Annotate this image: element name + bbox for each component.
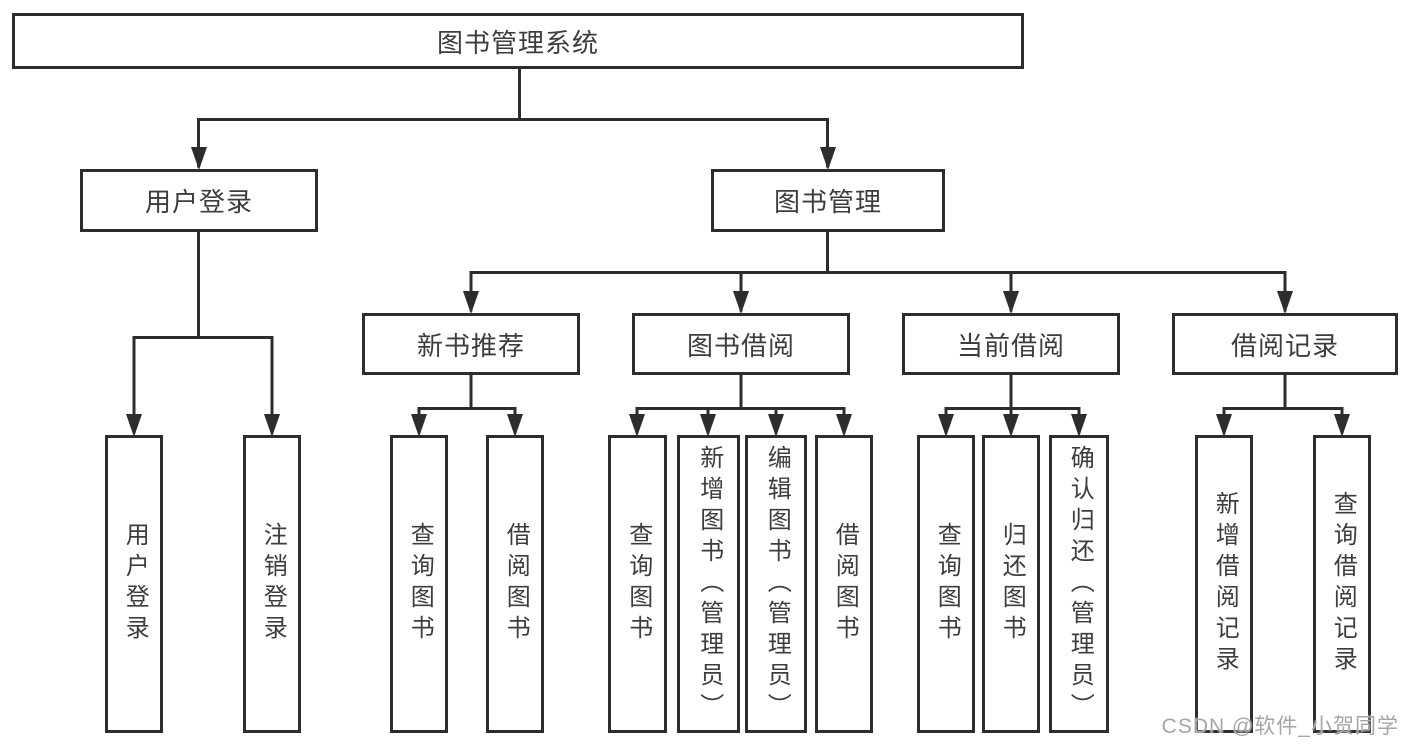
node-user-login: 用户登录: [80, 169, 318, 232]
node-label: 注销登录: [259, 522, 287, 646]
edges-book-management: [469, 230, 1287, 312]
node-label: 查询图书: [933, 522, 961, 646]
leaf-query-books-current: 查询图书: [917, 435, 975, 733]
leaf-edit-books-admin: 编辑图书（管理员）: [745, 435, 807, 733]
node-label: 用户登录: [144, 187, 253, 217]
node-label: 借阅图书: [831, 522, 859, 646]
node-book-management: 图书管理: [711, 169, 945, 232]
node-label: 查询借阅记录: [1329, 491, 1357, 677]
node-label: 图书借阅: [686, 330, 795, 361]
node-label: 归还图书: [998, 522, 1026, 646]
leaf-user-login: 用户登录: [105, 435, 163, 733]
arrowheads: [126, 147, 1350, 437]
edges-book-borrowing: [635, 373, 846, 434]
leaf-query-books-borrowing: 查询图书: [608, 435, 667, 733]
leaf-borrow-books-recommendation: 借阅图书: [486, 435, 544, 733]
leaf-borrow-books: 借阅图书: [815, 435, 873, 733]
leaf-logout: 注销登录: [243, 435, 301, 733]
node-label: 当前借阅: [956, 330, 1065, 361]
leaf-add-borrow-record: 新增借阅记录: [1195, 435, 1253, 733]
edges-root: [197, 67, 829, 168]
leaf-query-books-recommendation: 查询图书: [390, 435, 448, 733]
node-label: 图书管理系统: [436, 27, 599, 58]
edges-new-book-recommendation: [417, 373, 517, 434]
leaf-add-books-admin: 新增图书（管理员）: [677, 435, 740, 733]
node-label: 编辑图书（管理员）: [763, 444, 791, 724]
leaf-return-books: 归还图书: [982, 435, 1040, 733]
node-borrowing-records: 借阅记录: [1172, 313, 1398, 375]
node-label: 借阅图书: [502, 522, 530, 646]
node-label: 新书推荐: [416, 330, 525, 361]
node-book-borrowing: 图书借阅: [632, 313, 850, 375]
node-label: 查询图书: [624, 522, 652, 646]
node-label: 新增借阅记录: [1211, 491, 1239, 677]
node-label: 新增图书（管理员）: [695, 444, 723, 724]
node-label: 用户登录: [121, 522, 149, 646]
node-label: 查询图书: [406, 522, 434, 646]
edges-borrowing-records: [1222, 373, 1344, 434]
node-label: 借阅记录: [1230, 330, 1339, 361]
edges-user-login: [132, 230, 274, 434]
leaf-query-borrow-record: 查询借阅记录: [1313, 435, 1371, 733]
leaf-confirm-return-admin: 确认归还（管理员）: [1049, 435, 1109, 733]
node-label: 确认归还（管理员）: [1066, 444, 1094, 724]
watermark: CSDN @软件_小贺同学: [1161, 715, 1399, 738]
node-label: 图书管理: [773, 187, 882, 217]
node-library-system: 图书管理系统: [12, 13, 1024, 69]
node-current-borrowing: 当前借阅: [902, 313, 1120, 375]
node-new-book-recommendation: 新书推荐: [362, 313, 580, 375]
